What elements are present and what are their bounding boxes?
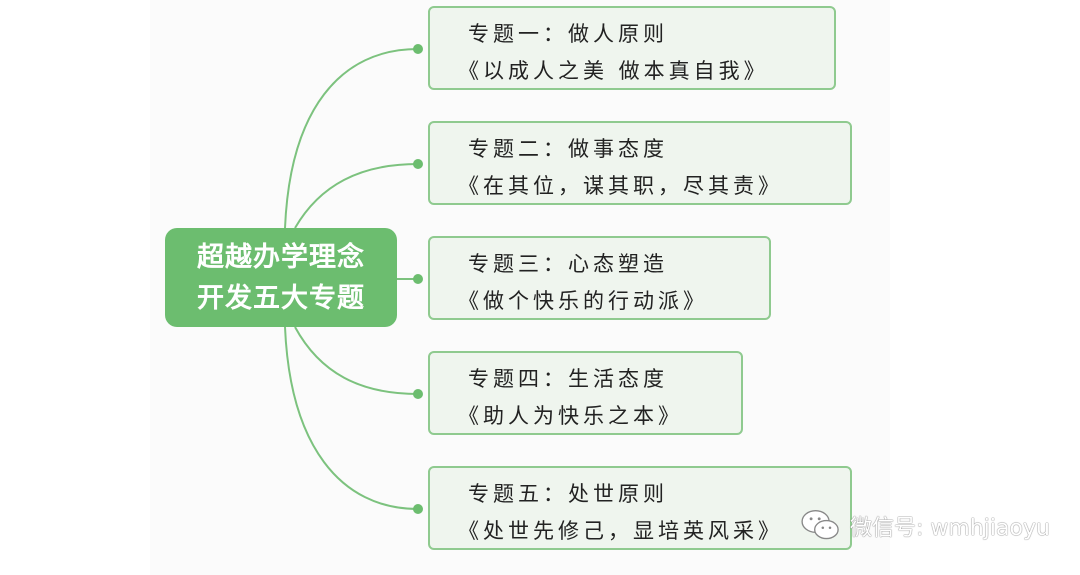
central-node-line2: 开发五大专题 (197, 282, 365, 314)
topic-subtitle: 《处世先修己，显培英风采》 (458, 519, 783, 543)
topic-title: 专题二：做事态度 (468, 137, 668, 161)
central-node-line1: 超越办学理念 (197, 241, 365, 273)
topic-node-2: 专题二：做事态度 《在其位，谋其职，尽其责》 (428, 121, 852, 205)
topic-subtitle: 《以成人之美 做本真自我》 (458, 59, 769, 83)
topic-node-4: 专题四：生活态度 《助人为快乐之本》 (428, 351, 743, 435)
connector-dot (413, 44, 423, 54)
connector-dot (413, 504, 423, 514)
topic-title: 专题四：生活态度 (468, 367, 668, 391)
connector-dot (413, 159, 423, 169)
wechat-icon (801, 510, 839, 540)
topic-subtitle: 《助人为快乐之本》 (458, 404, 683, 428)
topic-node-5: 专题五：处世原则 《处世先修己，显培英风采》 (428, 466, 852, 550)
central-node: 超越办学理念 开发五大专题 (165, 228, 397, 327)
topic-title: 专题一：做人原则 (468, 22, 668, 46)
topic-title: 专题五：处世原则 (468, 482, 668, 506)
topic-subtitle: 《做个快乐的行动派》 (458, 289, 708, 313)
watermark-text: 微信号: wmhjiaoyu (850, 516, 1050, 541)
connector-5 (284, 326, 419, 510)
connector-4 (294, 326, 419, 395)
connector-1 (284, 48, 419, 229)
connector-dot (413, 274, 423, 284)
topic-title: 专题三：心态塑造 (468, 252, 668, 276)
topic-node-3: 专题三：心态塑造 《做个快乐的行动派》 (428, 236, 771, 320)
topic-node-1: 专题一：做人原则 《以成人之美 做本真自我》 (428, 6, 836, 90)
connector-2 (294, 163, 419, 229)
topic-subtitle: 《在其位，谋其职，尽其责》 (458, 174, 783, 198)
connector-dot (413, 389, 423, 399)
wechat-watermark: 微信号: wmhjiaoyu (800, 508, 1050, 544)
